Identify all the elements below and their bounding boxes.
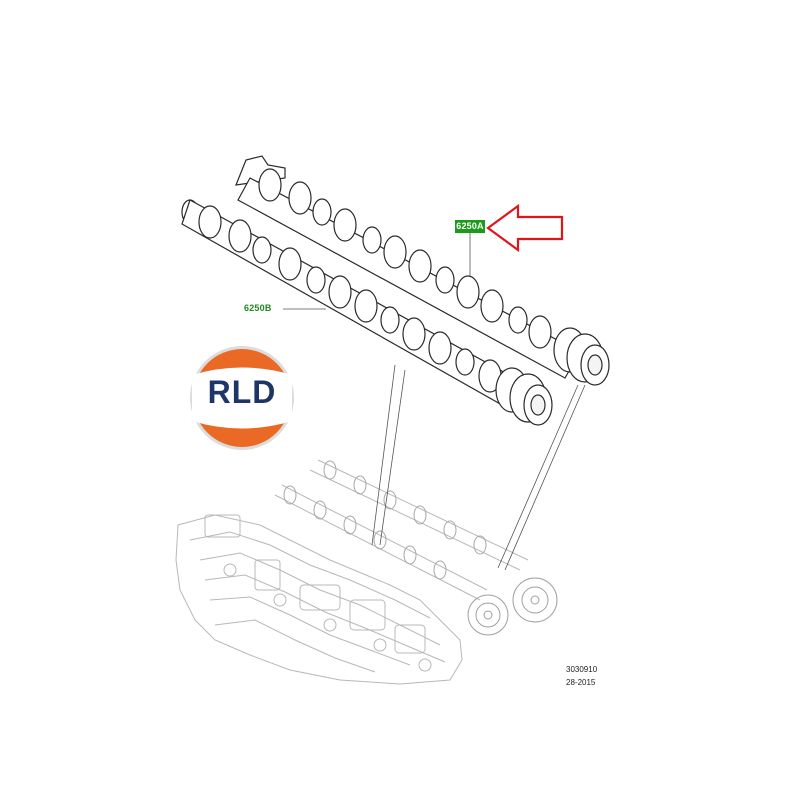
rld-logo (190, 346, 294, 450)
pointer-arrow-icon (486, 203, 564, 253)
camshaft-a (235, 155, 610, 386)
engine-assembly-ghost (175, 459, 558, 685)
logo-text: RLD (207, 374, 277, 410)
diagram-reference-number: 3030910 (566, 665, 598, 674)
callout-6250b[interactable]: 6250B (244, 303, 272, 313)
callout-6250a[interactable]: 6250A (455, 220, 485, 233)
camshaft-b (181, 199, 553, 426)
leader-lines (283, 233, 586, 571)
diagram-reference-date: 28-2015 (566, 678, 596, 685)
